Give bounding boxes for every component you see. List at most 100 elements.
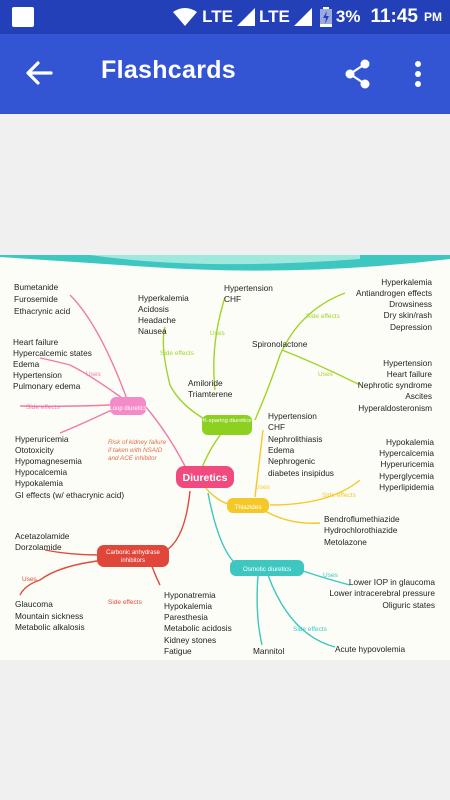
ca-se-3: Paresthesia [164,612,208,622]
th-se-4: Hyperglycemia [379,471,434,481]
th-drug-2: Hydrochlorothiazide [324,525,398,535]
k-sparing-drugs: Amiloride Triamterene [188,378,233,399]
spiro-se-5: Depression [390,322,432,332]
node-thiazides [227,498,269,513]
share-icon[interactable] [342,58,374,90]
node-diuretics [176,466,234,488]
k-se-1: Hyperkalemia [138,293,189,303]
th-se-2: Hypercalcemia [379,448,434,458]
ca-se-2: Hypokalemia [164,601,212,611]
loop-drug-2: Furosemide [14,294,58,304]
loop-se-2: Ototoxicity [15,445,55,455]
loop-se-1: Hyperuricemia [15,434,69,444]
thiazide-uses: Hypertension CHF Nephrolithiasis Edema N… [268,411,334,478]
osmotic-uses-label: Uses [323,572,339,579]
th-se-1: Hypokalemia [386,437,434,447]
loop-se-4: Hypocalcemia [15,467,67,477]
thiazide-side-effects: Hypokalemia Hypercalcemia Hyperuricemia … [379,437,434,492]
node-carbonic-label-1: Carbonic anhydrase [106,550,160,556]
spiro-side-effects-label: Side effects [306,313,341,320]
k-se-3: Headache [138,315,176,325]
loop-use-5: Pulmonary edema [13,381,81,391]
clock: 11:45 [370,6,418,27]
spiro-uses: Hypertension Heart failure Nephrotic syn… [358,358,433,413]
k-uses: Hypertension CHF [224,283,273,304]
loop-use-4: Hypertension [13,370,62,380]
node-thiazides-label: Thiazides [235,504,262,511]
more-vert-icon[interactable] [408,58,428,90]
os-use-1: Lower IOP in glaucoma [349,577,435,587]
node-osmotic [230,560,304,576]
carbonic-side-effects: Hyponatremia Hypokalemia Paresthesia Met… [164,590,232,656]
ca-use-3: Metabolic alkalosis [15,622,85,632]
thiazide-uses-label: Uses [255,484,271,491]
loop-use-3: Edema [13,359,40,369]
th-use-2: CHF [268,422,285,432]
node-osmotic-label: Osmotic diuretics [243,566,291,573]
spiro-side-effects: Hyperkalemia Antiandrogen effects Drowsi… [356,277,432,332]
os-use-3: Oliguric states [382,600,435,610]
spiro-use-5: Hyperaldosteronism [358,403,432,413]
th-use-4: Edema [268,445,295,455]
loop-side-effects: Hyperuricemia Ototoxicity Hypomagnesemia… [15,434,124,500]
os-use-2: Lower intracerebral pressure [329,588,435,598]
k-side-effects-label: Side effects [160,350,195,357]
loop-se-6: GI effects (w/ ethacrynic acid) [15,490,124,500]
arrow-back-icon[interactable] [22,56,56,90]
k-use-1: Hypertension [224,283,273,293]
branch-lines [19,292,361,648]
ca-se-5: Kidney stones [164,635,216,645]
spironolactone: Spironolactone [252,339,308,349]
spiro-use-1: Hypertension [383,358,432,368]
wifi-icon [173,8,198,26]
loop-uses: Heart failure Hypercalcemic states Edema… [13,337,92,391]
th-use-1: Hypertension [268,411,317,421]
banner-wave-light [90,255,360,265]
k-se-4: Nausea [138,326,167,336]
page-title: Flashcards [101,56,237,84]
ca-drug-1: Acetazolamide [15,531,70,541]
network-type-1: LTE [202,7,234,26]
th-use-6: diabetes insipidus [268,468,334,478]
loop-drug-1: Bumetanide [14,282,59,292]
node-loop-label: Loop diuretics [109,406,146,412]
loop-uses-label: Uses [86,371,102,378]
spiro-se-1: Hyperkalemia [381,277,432,287]
ca-use-2: Mountain sickness [15,611,83,621]
spiro-se-4: Dry skin/rash [384,310,433,320]
th-use-5: Nephrogenic [268,456,315,466]
k-use-2: CHF [224,294,241,304]
node-k-sparing [202,415,252,435]
osmotic-uses: Lower IOP in glaucoma Lower intracerebra… [329,577,435,610]
spiro-use-2: Heart failure [387,369,433,379]
th-drug-1: Bendroflumethiazide [324,514,400,524]
loop-note: Risk of kidney failure if taken with NSA… [108,439,166,462]
app-bar: Flashcards [0,34,450,114]
triamterene: Triamterene [188,389,233,399]
ca-use-1: Glaucoma [15,599,53,609]
carbonic-uses-label: Uses [22,576,38,583]
ca-se-4: Metabolic acidosis [164,623,232,633]
osmotic-side-effects-label: Side effects [293,626,328,633]
node-k-sparing-label-box: K-sparing diuretics [203,418,251,424]
carbonic-side-effects-label: Side effects [108,599,143,606]
th-drug-3: Metolazone [324,537,367,547]
notification-square-icon [12,7,34,27]
ca-se-6: Fatigue [164,646,192,656]
thiazide-side-effects-label: Side effects [322,492,357,499]
loop-use-1: Heart failure [13,337,59,347]
spiro-se-3: Drowsiness [389,299,432,309]
th-se-3: Hyperuricemia [381,459,435,469]
k-se-2: Acidosis [138,304,169,314]
clock-ampm: PM [424,10,442,24]
flashcard-image: Diuretics Loop diuretics Bumetanide Furo… [0,255,450,660]
carbonic-drugs: Acetazolamide Dorzolamide [15,531,70,552]
loop-side-effects-label: Side effects [26,404,61,411]
mindmap-diagram: Diuretics Loop diuretics Bumetanide Furo… [0,255,450,656]
loop-se-3: Hypomagnesemia [15,456,82,466]
carbonic-uses: Glaucoma Mountain sickness Metabolic alk… [15,599,85,632]
loop-use-2: Hypercalcemic states [13,348,92,358]
ca-se-1: Hyponatremia [164,590,216,600]
loop-drugs: Bumetanide Furosemide Ethacrynic acid [14,282,71,316]
